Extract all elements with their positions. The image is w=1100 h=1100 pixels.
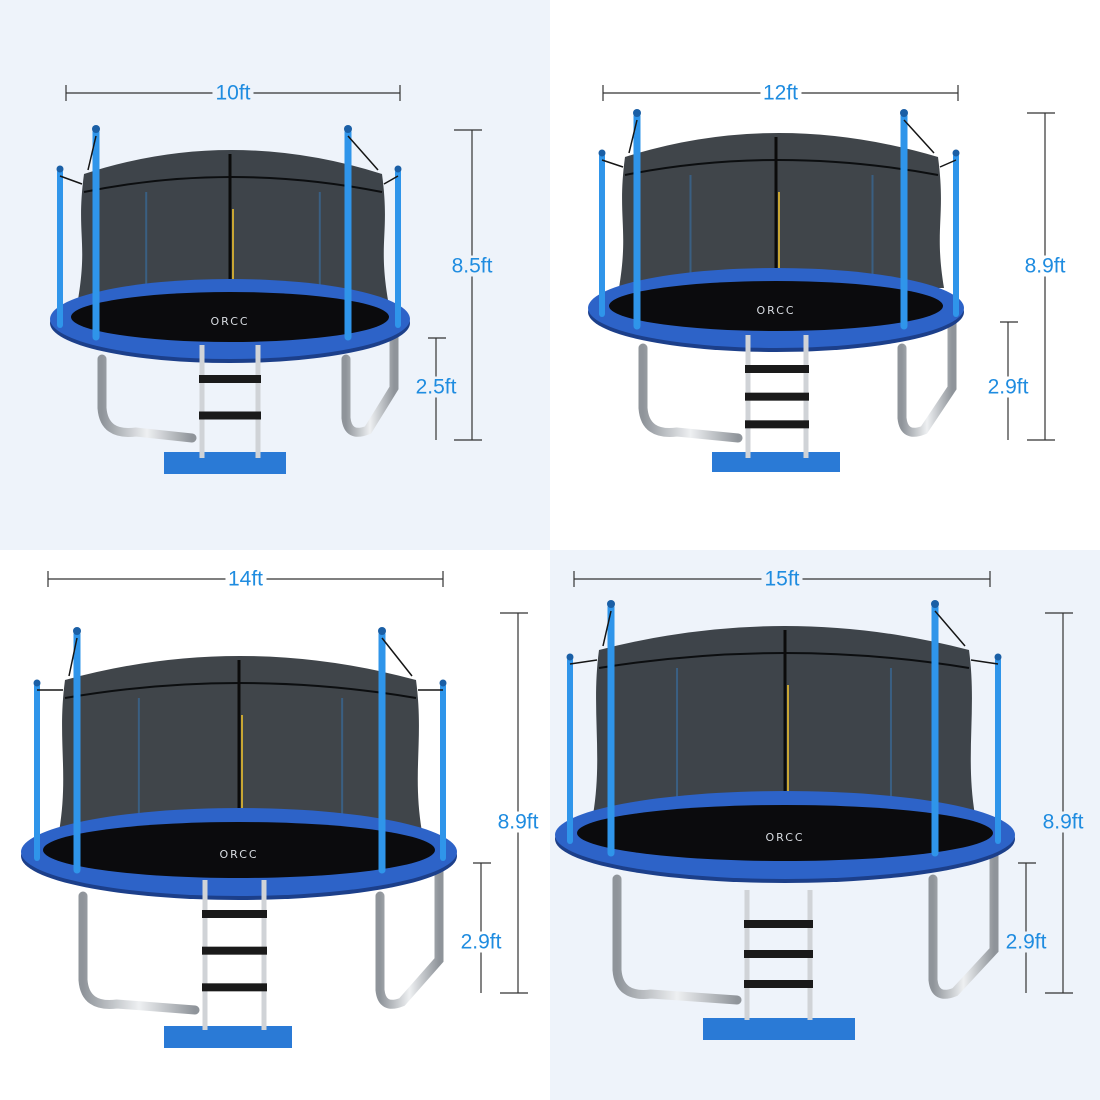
diameter-label: 14ft: [224, 568, 267, 590]
jump-mat: [43, 822, 435, 878]
ladder-step: [744, 920, 813, 928]
ladder-step: [202, 910, 267, 918]
variant-panel-10ft: ORCC 10ft 8.5ft 2.5ft: [0, 0, 550, 550]
enclosure-poles: [566, 600, 1002, 857]
net-ties: [37, 637, 443, 691]
jump-mat: [609, 281, 943, 331]
ladder-step: [202, 983, 267, 992]
frame-height-label: 2.9ft: [457, 931, 505, 953]
ladder-step: [745, 392, 809, 401]
total-height-label: 8.9ft: [1021, 255, 1069, 277]
ground-mat: [703, 1018, 855, 1040]
trampoline-illustration: ORCC: [21, 571, 528, 1048]
brand-logo: ORCC: [756, 304, 795, 317]
trampoline-illustration: ORCC: [555, 571, 1073, 1040]
pole-cap: [439, 679, 447, 687]
ground-mat: [164, 1026, 292, 1048]
pole-cap: [33, 679, 41, 687]
ladder-step: [202, 946, 267, 955]
frame-height-label: 2.9ft: [984, 376, 1032, 398]
pole-cap: [931, 600, 939, 608]
total-height-label: 8.9ft: [494, 811, 542, 833]
pole-cap: [73, 627, 81, 635]
ground-mat: [712, 452, 840, 472]
variant-panel-14ft: ORCC 14ft 8.9ft 2.9ft: [0, 550, 550, 1100]
pole-cap: [952, 149, 960, 157]
net-ties: [59, 135, 399, 185]
ladder-step: [744, 950, 813, 958]
frame-height-label: 2.9ft: [1002, 931, 1050, 953]
brand-logo: ORCC: [219, 848, 258, 861]
enclosure-poles: [598, 109, 960, 330]
frame-legs: [569, 840, 999, 1005]
frame-legs: [59, 324, 399, 443]
frame-height-label: 2.5ft: [412, 376, 460, 398]
total-height-label: 8.5ft: [448, 255, 496, 277]
ladder-step: [199, 411, 261, 420]
frame-legs: [601, 313, 957, 443]
diameter-label: 10ft: [212, 82, 254, 104]
pole-cap: [92, 125, 100, 133]
pole-cap: [394, 165, 402, 173]
trampoline-illustration: ORCC: [588, 85, 1055, 472]
ladder-step: [744, 980, 813, 988]
total-height-label: 8.9ft: [1039, 811, 1087, 833]
jump-mat: [71, 292, 389, 342]
variant-panel-15ft: ORCC 15ft 8.9ft 2.9ft: [550, 550, 1100, 1100]
pole-cap: [598, 149, 606, 157]
enclosure-poles: [56, 125, 402, 341]
net-ties: [601, 119, 957, 168]
pole-cap: [378, 627, 386, 635]
diameter-label: 12ft: [759, 82, 802, 104]
pole-cap: [566, 653, 574, 661]
net-top-rope: [624, 159, 939, 176]
pole-cap: [344, 125, 352, 133]
brand-logo: ORCC: [210, 315, 249, 328]
ladder-step: [745, 365, 809, 373]
variant-panel-12ft: ORCC 12ft 8.9ft 2.9ft: [550, 0, 1100, 550]
diameter-label: 15ft: [761, 568, 803, 590]
pole-cap: [994, 653, 1002, 661]
pole-cap: [607, 600, 615, 608]
pole-cap: [900, 109, 908, 117]
jump-mat: [577, 805, 993, 861]
frame-legs: [36, 857, 444, 1015]
safety-net: [619, 133, 944, 288]
pole-cap: [56, 165, 64, 173]
pole-cap: [633, 109, 641, 117]
enclosure-poles: [33, 627, 447, 874]
brand-logo: ORCC: [765, 831, 804, 844]
trampoline-illustration: ORCC: [50, 85, 482, 474]
net-ties: [569, 610, 999, 665]
ladder-step: [745, 420, 809, 429]
ground-mat: [164, 452, 286, 474]
ladder-step: [199, 375, 261, 383]
